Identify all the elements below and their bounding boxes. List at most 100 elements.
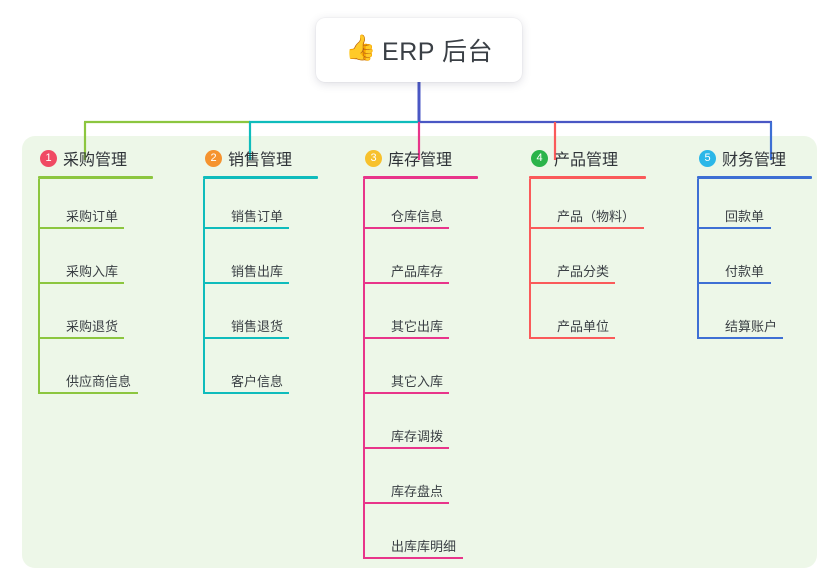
branch-item-label: 产品（物料） bbox=[557, 209, 636, 224]
branch-item[interactable]: 采购订单 bbox=[38, 179, 153, 234]
branch-item[interactable]: 客户信息 bbox=[203, 344, 318, 399]
branch-item-label: 回款单 bbox=[725, 209, 765, 224]
branch-item-underline bbox=[363, 502, 449, 504]
branch-item-underline bbox=[38, 282, 124, 284]
branch-item-underline bbox=[203, 282, 289, 284]
branch-item[interactable]: 采购入库 bbox=[38, 234, 153, 289]
branch-spine bbox=[697, 179, 699, 339]
branch-item-underline bbox=[363, 337, 449, 339]
branch-number-badge: 3 bbox=[365, 149, 382, 167]
branch-item[interactable]: 采购退货 bbox=[38, 289, 153, 344]
branch-item-underline bbox=[363, 227, 449, 229]
branch-item[interactable]: 供应商信息 bbox=[38, 344, 153, 399]
branch-title: 销售管理 bbox=[228, 152, 293, 169]
branch-item-underline bbox=[363, 282, 449, 284]
branch-underline bbox=[38, 176, 153, 179]
branch-item[interactable]: 仓库信息 bbox=[363, 179, 478, 234]
branch-item[interactable]: 其它出库 bbox=[363, 289, 478, 344]
branch-item-underline bbox=[38, 392, 138, 394]
branch-item-list: 产品（物料） 产品分类产品单位 bbox=[529, 179, 646, 344]
branch-item[interactable]: 出库库明细 bbox=[363, 509, 478, 564]
branch-item[interactable]: 其它入库 bbox=[363, 344, 478, 399]
branch-item-label: 销售订单 bbox=[231, 209, 284, 224]
branch-item-underline bbox=[203, 392, 289, 394]
branch-item[interactable]: 产品单位 bbox=[529, 289, 646, 344]
branch-item-underline bbox=[363, 392, 449, 394]
branch-item-label: 出库库明细 bbox=[391, 539, 457, 554]
branch-item[interactable]: 销售订单 bbox=[203, 179, 318, 234]
branch-item-label: 采购入库 bbox=[66, 264, 119, 279]
branch-spine bbox=[38, 179, 40, 394]
branch-underline bbox=[697, 176, 812, 179]
branch-item-underline bbox=[697, 337, 783, 339]
branch-column-5: 5 财务管理回款单付款单结算账户 bbox=[697, 146, 812, 344]
branch-item-underline bbox=[529, 282, 615, 284]
branch-spine bbox=[529, 179, 531, 339]
branch-item-underline bbox=[203, 337, 289, 339]
branch-item[interactable]: 销售出库 bbox=[203, 234, 318, 289]
branch-item-label: 供应商信息 bbox=[66, 374, 132, 389]
branch-item-label: 采购订单 bbox=[66, 209, 119, 224]
branch-item-label: 产品库存 bbox=[391, 264, 444, 279]
branch-item-underline bbox=[529, 227, 644, 229]
branch-item-label: 其它入库 bbox=[391, 374, 444, 389]
branch-item-underline bbox=[203, 227, 289, 229]
root-title: ERP 后台 bbox=[382, 38, 493, 66]
branch-header-1[interactable]: 1 采购管理 bbox=[38, 146, 153, 170]
branch-title: 库存管理 bbox=[388, 152, 453, 169]
branch-number-badge: 1 bbox=[40, 149, 57, 167]
branch-item-label: 销售退货 bbox=[231, 319, 284, 334]
branch-item-list: 回款单付款单结算账户 bbox=[697, 179, 812, 344]
branch-item-label: 结算账户 bbox=[725, 319, 778, 334]
branch-item-list: 销售订单销售出库销售退货客户信息 bbox=[203, 179, 318, 399]
branch-title: 财务管理 bbox=[722, 152, 787, 169]
branch-title: 采购管理 bbox=[63, 152, 128, 169]
branch-item-underline bbox=[529, 337, 615, 339]
branch-item-underline bbox=[697, 282, 771, 284]
root-node-card[interactable]: 👍 ERP 后台 bbox=[316, 18, 522, 82]
branch-item-label: 产品分类 bbox=[557, 264, 610, 279]
thumbs-up-icon: 👍 bbox=[345, 34, 377, 62]
branch-item-label: 其它出库 bbox=[391, 319, 444, 334]
branch-item-underline bbox=[697, 227, 771, 229]
branch-item[interactable]: 付款单 bbox=[697, 234, 812, 289]
branch-number-badge: 4 bbox=[531, 149, 548, 167]
branch-item[interactable]: 产品（物料） bbox=[529, 179, 646, 234]
branch-header-5[interactable]: 5 财务管理 bbox=[697, 146, 812, 170]
branch-item-label: 仓库信息 bbox=[391, 209, 444, 224]
branch-column-2: 2 销售管理销售订单销售出库销售退货客户信息 bbox=[203, 146, 318, 399]
branch-item-label: 库存盘点 bbox=[391, 484, 444, 499]
branch-header-2[interactable]: 2 销售管理 bbox=[203, 146, 318, 170]
branch-item[interactable]: 产品分类 bbox=[529, 234, 646, 289]
branch-number-badge: 2 bbox=[205, 149, 222, 167]
branch-item-underline bbox=[363, 447, 449, 449]
branch-item-label: 销售出库 bbox=[231, 264, 284, 279]
branch-item[interactable]: 回款单 bbox=[697, 179, 812, 234]
branch-item[interactable]: 库存调拨 bbox=[363, 399, 478, 454]
branch-item[interactable]: 销售退货 bbox=[203, 289, 318, 344]
branch-item-label: 库存调拨 bbox=[391, 429, 444, 444]
diagram-panel bbox=[22, 136, 817, 568]
branch-item-label: 采购退货 bbox=[66, 319, 119, 334]
branch-underline bbox=[203, 176, 318, 179]
branch-item-list: 采购订单采购入库采购退货供应商信息 bbox=[38, 179, 153, 399]
branch-item-underline bbox=[363, 557, 463, 559]
branch-item[interactable]: 结算账户 bbox=[697, 289, 812, 344]
branch-item[interactable]: 产品库存 bbox=[363, 234, 478, 289]
branch-underline bbox=[363, 176, 478, 179]
branch-header-4[interactable]: 4 产品管理 bbox=[529, 146, 646, 170]
branch-spine bbox=[203, 179, 205, 394]
branch-column-4: 4 产品管理产品（物料） 产品分类产品单位 bbox=[529, 146, 646, 344]
branch-number-badge: 5 bbox=[699, 149, 716, 167]
branch-item[interactable]: 库存盘点 bbox=[363, 454, 478, 509]
branch-underline bbox=[529, 176, 646, 179]
branch-column-3: 3 库存管理仓库信息产品库存其它出库其它入库库存调拨库存盘点出库库明细 bbox=[363, 146, 478, 564]
branch-item-underline bbox=[38, 227, 124, 229]
branch-item-label: 付款单 bbox=[725, 264, 765, 279]
branch-item-list: 仓库信息产品库存其它出库其它入库库存调拨库存盘点出库库明细 bbox=[363, 179, 478, 564]
branch-header-3[interactable]: 3 库存管理 bbox=[363, 146, 478, 170]
branch-title: 产品管理 bbox=[554, 152, 619, 169]
branch-item-label: 客户信息 bbox=[231, 374, 284, 389]
branch-item-underline bbox=[38, 337, 124, 339]
